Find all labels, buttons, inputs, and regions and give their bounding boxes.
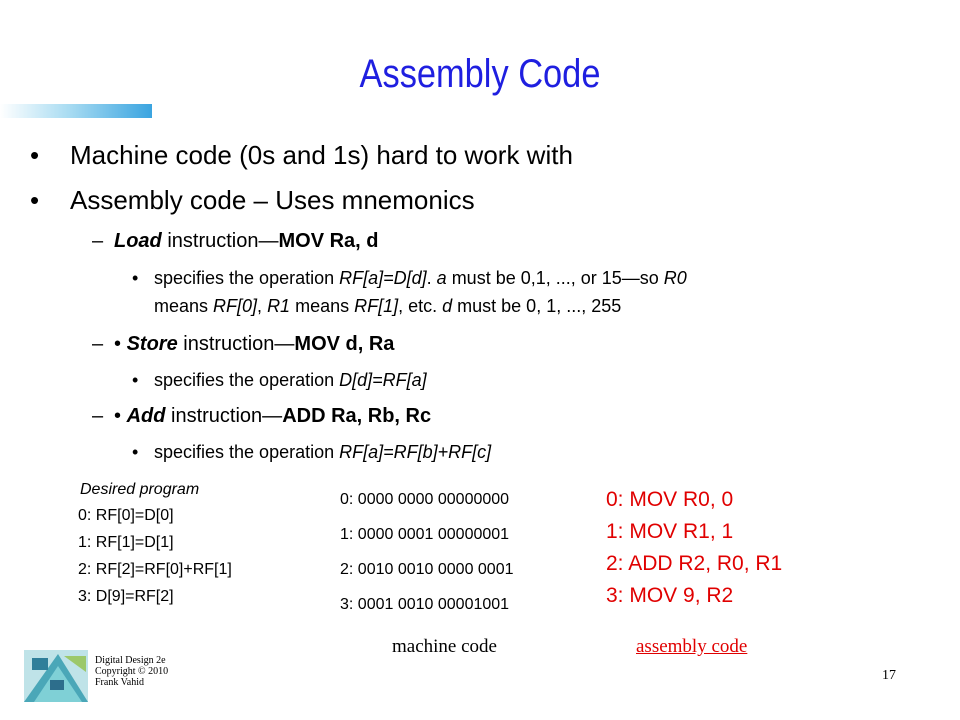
bullet-dot: • [132,370,139,390]
bullet-machine-code: • Machine code (0s and 1s) hard to work … [30,140,573,171]
book-cover-logo [24,650,88,702]
program-line: 0: RF[0]=D[0] [78,507,174,524]
text-part: must be 0,1, ..., or 15—so [446,268,664,288]
assembly-code-line: 0: MOV R0, 0 [606,488,734,511]
text-part: means [290,296,355,316]
bullet-dot: • [132,268,139,288]
program-heading: Desired program [80,481,200,498]
title-accent-bar [0,104,152,118]
page-number: 17 [882,668,896,683]
store-instruction-text: • Store instruction—MOV d, Ra [114,333,394,356]
load-detail-text-1: specifies the operation RF[a]=D[d]. a mu… [154,268,687,289]
program-line: 3: D[9]=RF[2] [78,588,174,605]
text-part: must be 0, 1, ..., 255 [452,296,622,316]
add-instruction-text: • Add instruction—ADD Ra, Rb, Rc [114,405,431,428]
store-instruction: – • Store instruction—MOV d, Ra [92,333,394,356]
load-instruction: – Load instruction—MOV Ra, d [92,230,379,253]
bullet-assembly-code: • Assembly code – Uses mnemonics [30,185,475,216]
text-part-italic: RF[0] [213,296,258,316]
bullet-text: Assembly code – Uses mnemonics [70,185,475,215]
text-part: specifies the operation [154,268,340,288]
text-part-italic: RF[a]=D[d] [339,268,427,288]
dash: – [92,333,104,355]
text-part-italic: RF[a]=RF[b]+RF[c] [339,442,492,462]
text-part-italic: R0 [663,268,687,288]
text-part: specifies the operation [154,370,340,390]
assembly-code-line: 1: MOV R1, 1 [606,520,734,543]
add-detail-text: specifies the operation RF[a]=RF[b]+RF[c… [154,442,491,463]
instruction-label: instruction— [165,405,283,427]
assembly-code-line: 2: ADD R2, R0, R1 [606,552,783,575]
text-part-italic: D[d]=RF[a] [339,370,427,390]
text-part-italic: d [442,296,453,316]
machine-code-caption: machine code [392,636,497,657]
text-part: , etc. [398,296,443,316]
load-keyword: Load [114,230,162,252]
add-instruction: – • Add instruction—ADD Ra, Rb, Rc [92,405,431,428]
store-syntax: MOV d, Ra [294,333,395,355]
program-line: 2: RF[2]=RF[0]+RF[1] [78,561,232,578]
instruction-label: instruction— [177,333,295,355]
footer-credits: Digital Design 2e Copyright © 2010 Frank… [95,655,168,688]
store-detail-text: specifies the operation D[d]=RF[a] [154,370,427,391]
footer-line: Frank Vahid [95,677,144,688]
footer-line: Digital Design 2e [95,655,166,666]
program-line: 1: RF[1]=D[1] [78,534,174,551]
store-detail: • specifies the operation D[d]=RF[a] [132,370,427,391]
assembly-code-caption: assembly code [636,636,748,657]
machine-code-line: 0: 0000 0000 00000000 [340,491,510,508]
dash: – [92,405,104,427]
machine-code-line: 1: 0000 0001 00000001 [340,526,510,543]
bullet-text: Machine code (0s and 1s) hard to work wi… [70,140,573,170]
text-part: , [257,296,268,316]
text-part-italic: RF[1] [354,296,399,316]
text-part-italic: R1 [267,296,291,316]
bullet-dot: • [30,185,40,215]
dash: – [92,230,104,252]
load-detail-line-1: • specifies the operation RF[a]=D[d]. a … [132,268,687,289]
instruction-label: instruction— [161,230,279,252]
machine-code-line: 3: 0001 0010 00001001 [340,596,510,613]
load-syntax: MOV Ra, d [278,230,379,252]
add-detail: • specifies the operation RF[a]=RF[b]+RF… [132,442,491,463]
text-part-italic: a [436,268,447,288]
footer-line: Copyright © 2010 [95,666,169,677]
load-instruction-text: Load instruction—MOV Ra, d [114,230,379,253]
slide-title: Assembly Code [359,52,601,96]
add-keyword: Add [126,405,166,427]
add-syntax: ADD Ra, Rb, Rc [282,405,432,427]
bullet-dot: • [114,333,122,355]
bullet-dot: • [132,442,139,462]
store-keyword: Store [126,333,178,355]
text-part: means [154,296,214,316]
text-part: . [426,268,437,288]
load-detail-line-2: means RF[0], R1 means RF[1], etc. d must… [154,296,621,317]
text-part: specifies the operation [154,442,340,462]
bullet-dot: • [114,405,122,427]
assembly-code-line: 3: MOV 9, R2 [606,584,734,607]
machine-code-line: 2: 0010 0010 0000 0001 [340,561,514,578]
bullet-dot: • [30,140,40,170]
